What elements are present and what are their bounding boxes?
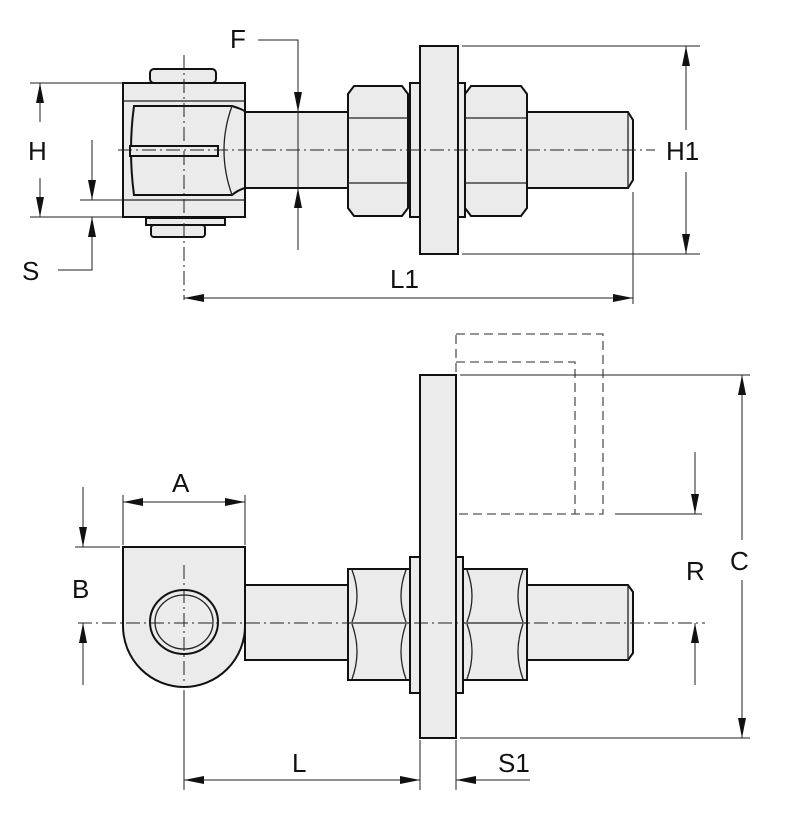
label-h: H	[28, 136, 47, 166]
label-l1: L1	[390, 264, 419, 294]
label-b: B	[72, 574, 89, 604]
mounting-plate	[419, 374, 457, 739]
nut-left	[347, 568, 411, 681]
h-extension-lines	[30, 82, 123, 218]
label-f: F	[230, 24, 246, 54]
nut-left-faces	[348, 117, 408, 184]
bottom-washer	[145, 217, 226, 226]
nut-right	[464, 85, 528, 217]
c-extension-lines	[460, 374, 750, 739]
nut-right-faces	[465, 117, 527, 184]
label-c: C	[730, 546, 749, 576]
nut-left	[347, 85, 409, 217]
pin-cap-top	[149, 68, 217, 84]
f-leader	[258, 39, 299, 250]
gate-inner-hidden	[456, 361, 576, 514]
washer-right	[455, 556, 464, 694]
label-l: L	[292, 748, 306, 778]
washer-left	[409, 556, 421, 694]
h1-extension-lines	[462, 45, 700, 255]
l-extension-lines	[183, 690, 457, 790]
label-s: S	[22, 256, 39, 286]
front-view: A B R C L S1	[72, 333, 750, 790]
label-s1: S1	[498, 748, 530, 778]
s-arrow-bottom	[58, 217, 96, 271]
gate-outline-hidden	[455, 333, 604, 515]
pin-cap-bottom	[150, 224, 206, 238]
label-a: A	[172, 468, 190, 498]
barrel-slot	[129, 145, 219, 157]
label-h1: H1	[666, 136, 699, 166]
nut-right	[462, 568, 528, 681]
top-view: F H S H1 L1	[22, 24, 700, 304]
label-r: R	[686, 556, 705, 586]
